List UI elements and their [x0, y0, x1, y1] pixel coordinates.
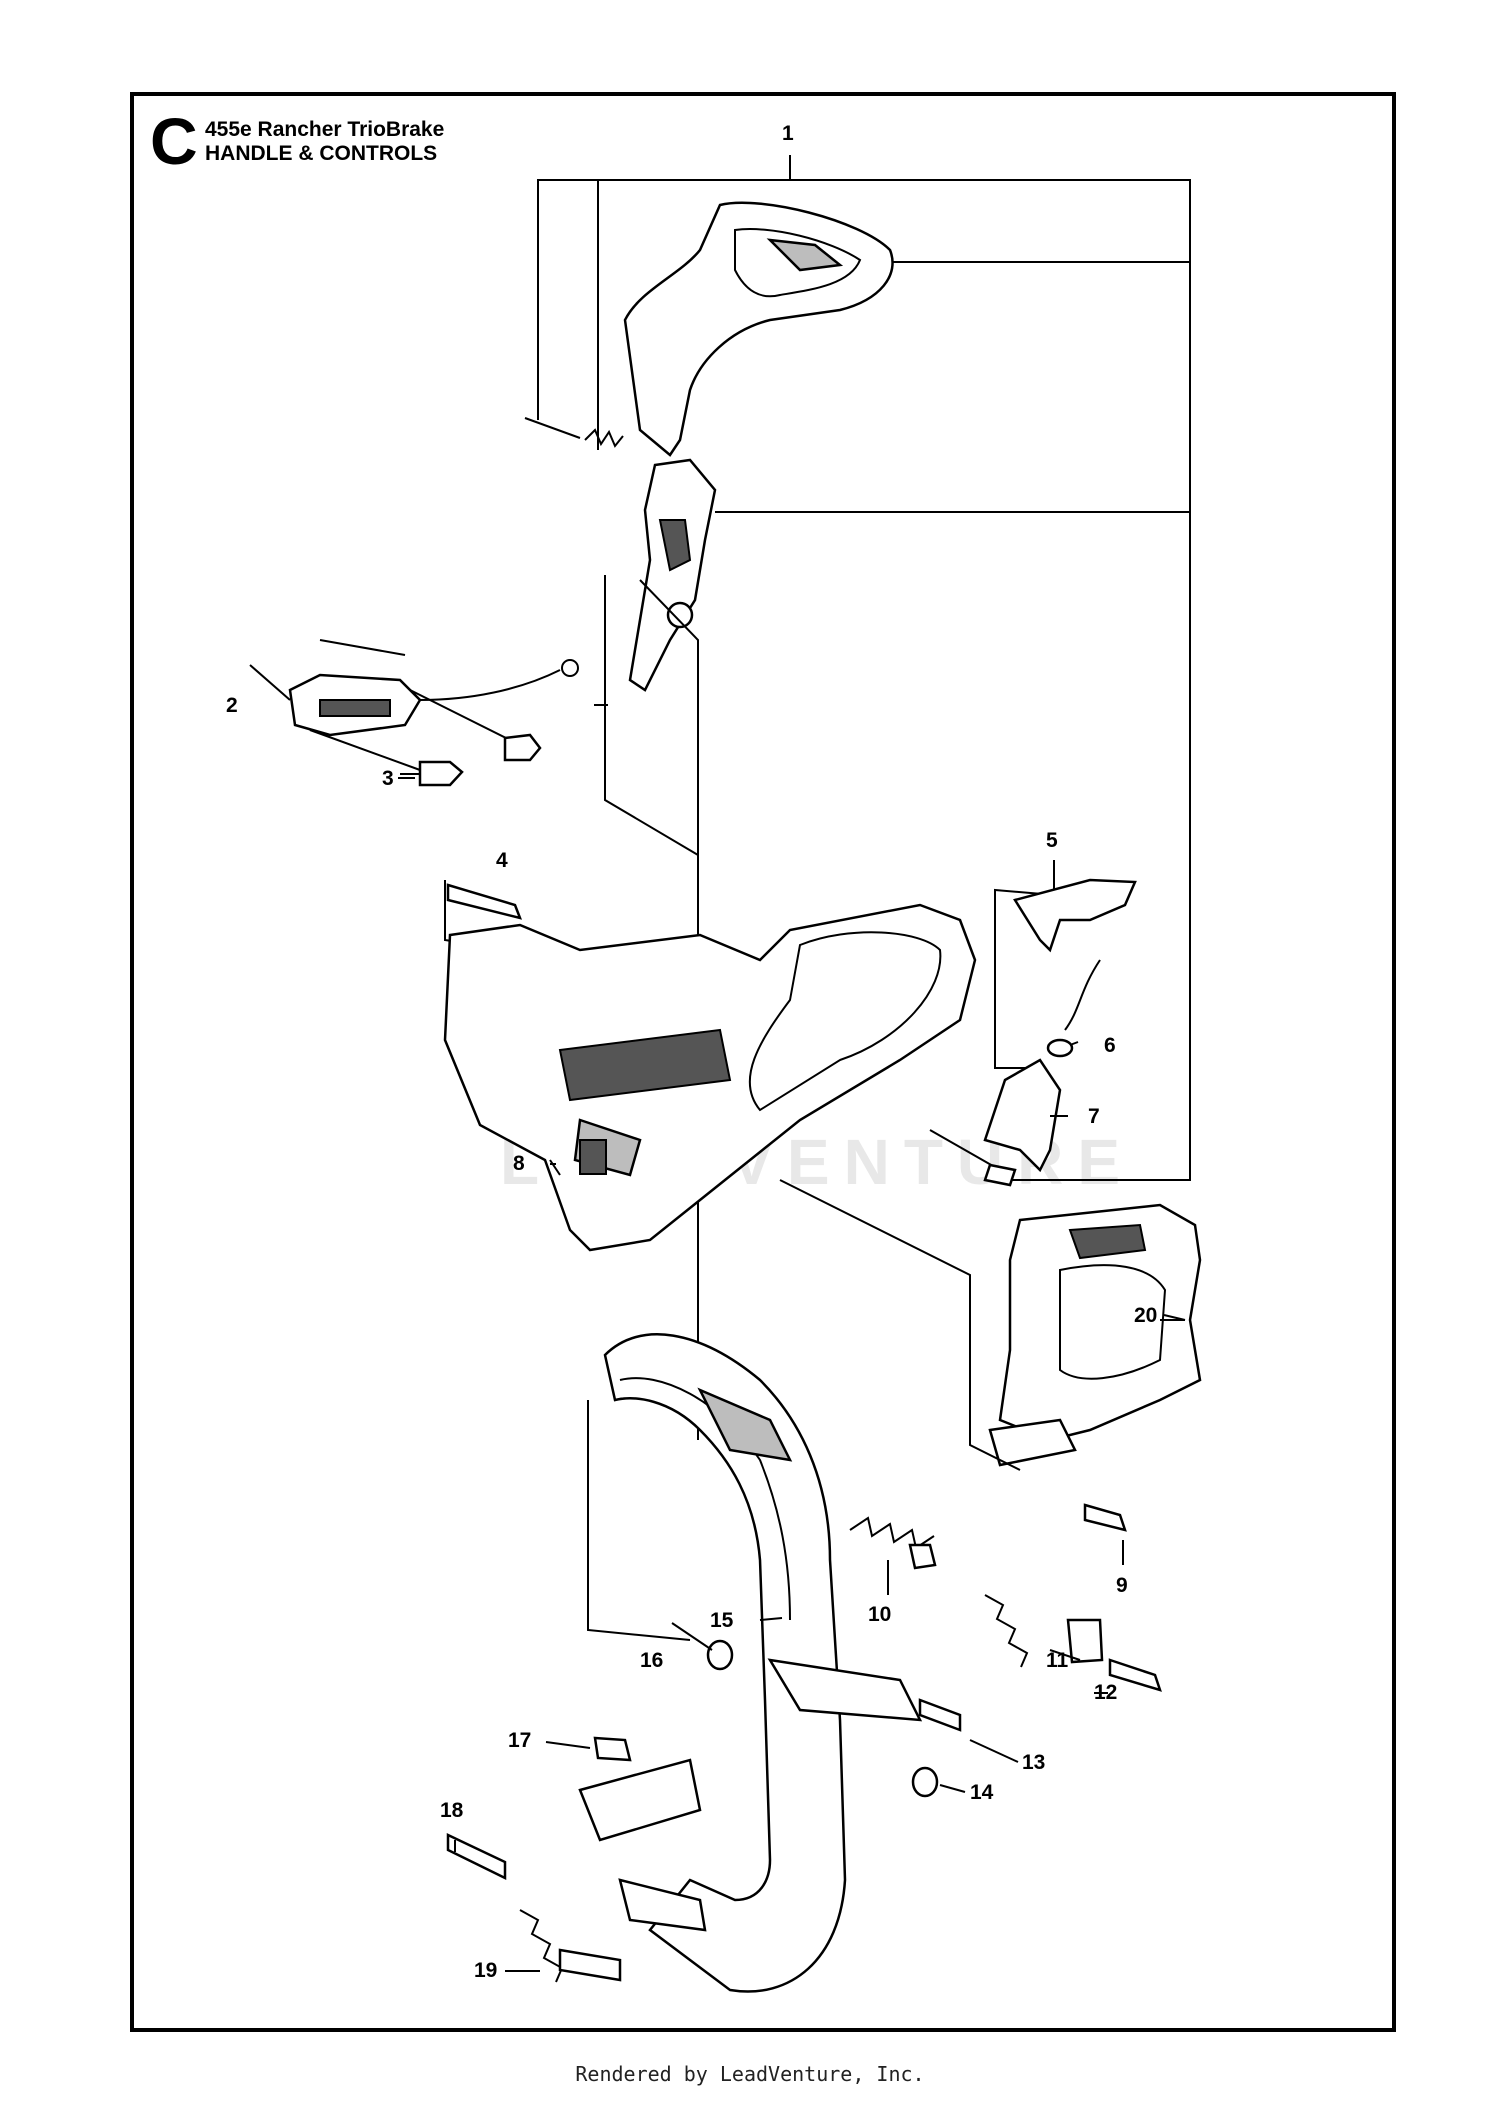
- handle-cover-part-20: [988, 1203, 1202, 1467]
- screw-part-18: [446, 1833, 507, 1881]
- callout-2[interactable]: 2: [226, 694, 238, 717]
- brake-handle-part: [623, 201, 894, 457]
- screw-part-12: [1108, 1658, 1162, 1692]
- callout-12[interactable]: 12: [1094, 1681, 1118, 1704]
- callout-1[interactable]: 1: [782, 122, 794, 145]
- callout-18[interactable]: 18: [440, 1799, 464, 1822]
- brake-lever-part: [628, 458, 717, 692]
- callout-19[interactable]: 19: [474, 1959, 498, 1982]
- callout-10[interactable]: 10: [868, 1603, 892, 1626]
- callout-20[interactable]: 20: [1134, 1304, 1158, 1327]
- av-spring-part-11: [984, 1594, 1104, 1668]
- title-block: 455e Rancher TrioBrake HANDLE & CONTROLS: [205, 118, 444, 166]
- bushing-part-16: [706, 1639, 734, 1671]
- footer-credit: Rendered by LeadVenture, Inc.: [575, 2062, 925, 2086]
- av-spring-part-10: [849, 1516, 937, 1570]
- trigger-part-5: [994, 860, 1137, 1069]
- pin-part-17: [593, 1736, 632, 1762]
- group-1-leader-lines: [537, 155, 1191, 1181]
- callout-17[interactable]: 17: [508, 1729, 532, 1752]
- section-subtitle: HANDLE & CONTROLS: [205, 142, 438, 166]
- callout-15[interactable]: 15: [710, 1609, 734, 1632]
- callout-leaders: [398, 704, 1186, 1972]
- callout-14[interactable]: 14: [970, 1781, 994, 1804]
- av-spring-part-19: [519, 1909, 622, 1983]
- model-name: 455e Rancher TrioBrake: [205, 118, 445, 141]
- callout-9[interactable]: 9: [1116, 1574, 1128, 1597]
- callout-5[interactable]: 5: [1046, 829, 1058, 852]
- callout-6[interactable]: 6: [1104, 1034, 1116, 1057]
- pin-and-spring-part: [524, 417, 624, 448]
- callout-3[interactable]: 3: [382, 767, 394, 790]
- diagram-frame: [130, 92, 1396, 2032]
- rear-housing-part-8: [443, 903, 977, 1252]
- section-letter: C: [150, 104, 198, 178]
- throttle-part-7: [929, 1058, 1062, 1187]
- callout-11[interactable]: 11: [1046, 1649, 1069, 1672]
- screw-part-3: [400, 760, 464, 787]
- screw-part-top: [503, 733, 542, 762]
- front-handle-part-15: [578, 1333, 923, 1993]
- callout-16[interactable]: 16: [640, 1649, 664, 1672]
- spring-part-6: [1046, 959, 1101, 1058]
- callout-7[interactable]: 7: [1088, 1105, 1100, 1128]
- callout-13[interactable]: 13: [1022, 1751, 1046, 1774]
- callout-4[interactable]: 4: [496, 849, 508, 872]
- callout-8[interactable]: 8: [513, 1152, 525, 1175]
- bushing-part-14: [911, 1766, 939, 1798]
- screw-part-9: [1083, 1503, 1127, 1532]
- screw-part-13: [918, 1698, 962, 1732]
- switch-part-2: [249, 639, 579, 771]
